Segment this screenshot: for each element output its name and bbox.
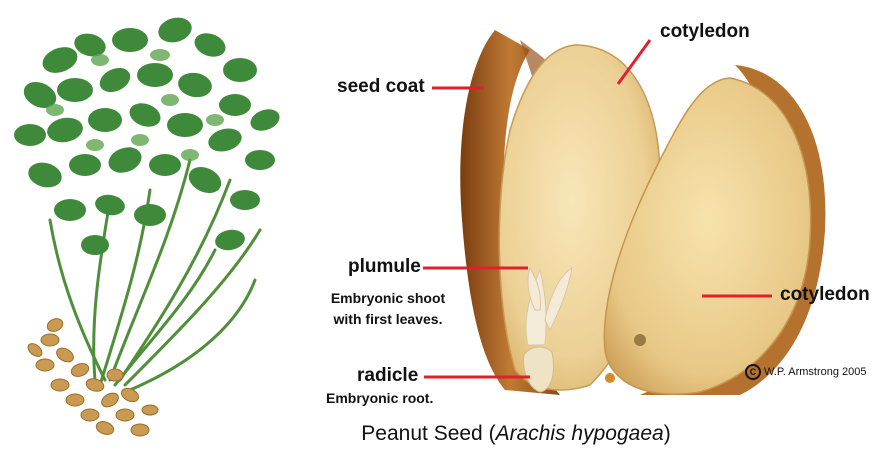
peanut-seed-image — [460, 30, 825, 395]
label-radicle: radicle — [357, 365, 418, 387]
peanut-plant-image — [14, 14, 283, 437]
label-cotyledon-right: cotyledon — [780, 284, 870, 306]
caption-scientific-name: Arachis hypogaea — [496, 422, 664, 445]
label-seed-coat: seed coat — [337, 76, 425, 98]
caption-suffix: ) — [664, 422, 671, 445]
label-radicle-description: Embryonic root. — [326, 388, 433, 409]
label-plumule: plumule — [348, 256, 421, 278]
copyright-credit: C W.P. Armstrong 2005 — [745, 364, 867, 380]
label-cotyledon-top: cotyledon — [660, 21, 750, 43]
credit-text: W.P. Armstrong 2005 — [764, 366, 867, 378]
label-plumule-description: Embryonic shootwith first leaves. — [315, 288, 461, 330]
caption-prefix: Peanut Seed ( — [361, 422, 495, 445]
copyright-icon: C — [745, 364, 761, 380]
figure-caption: Peanut Seed (Arachis hypogaea) — [0, 422, 872, 446]
